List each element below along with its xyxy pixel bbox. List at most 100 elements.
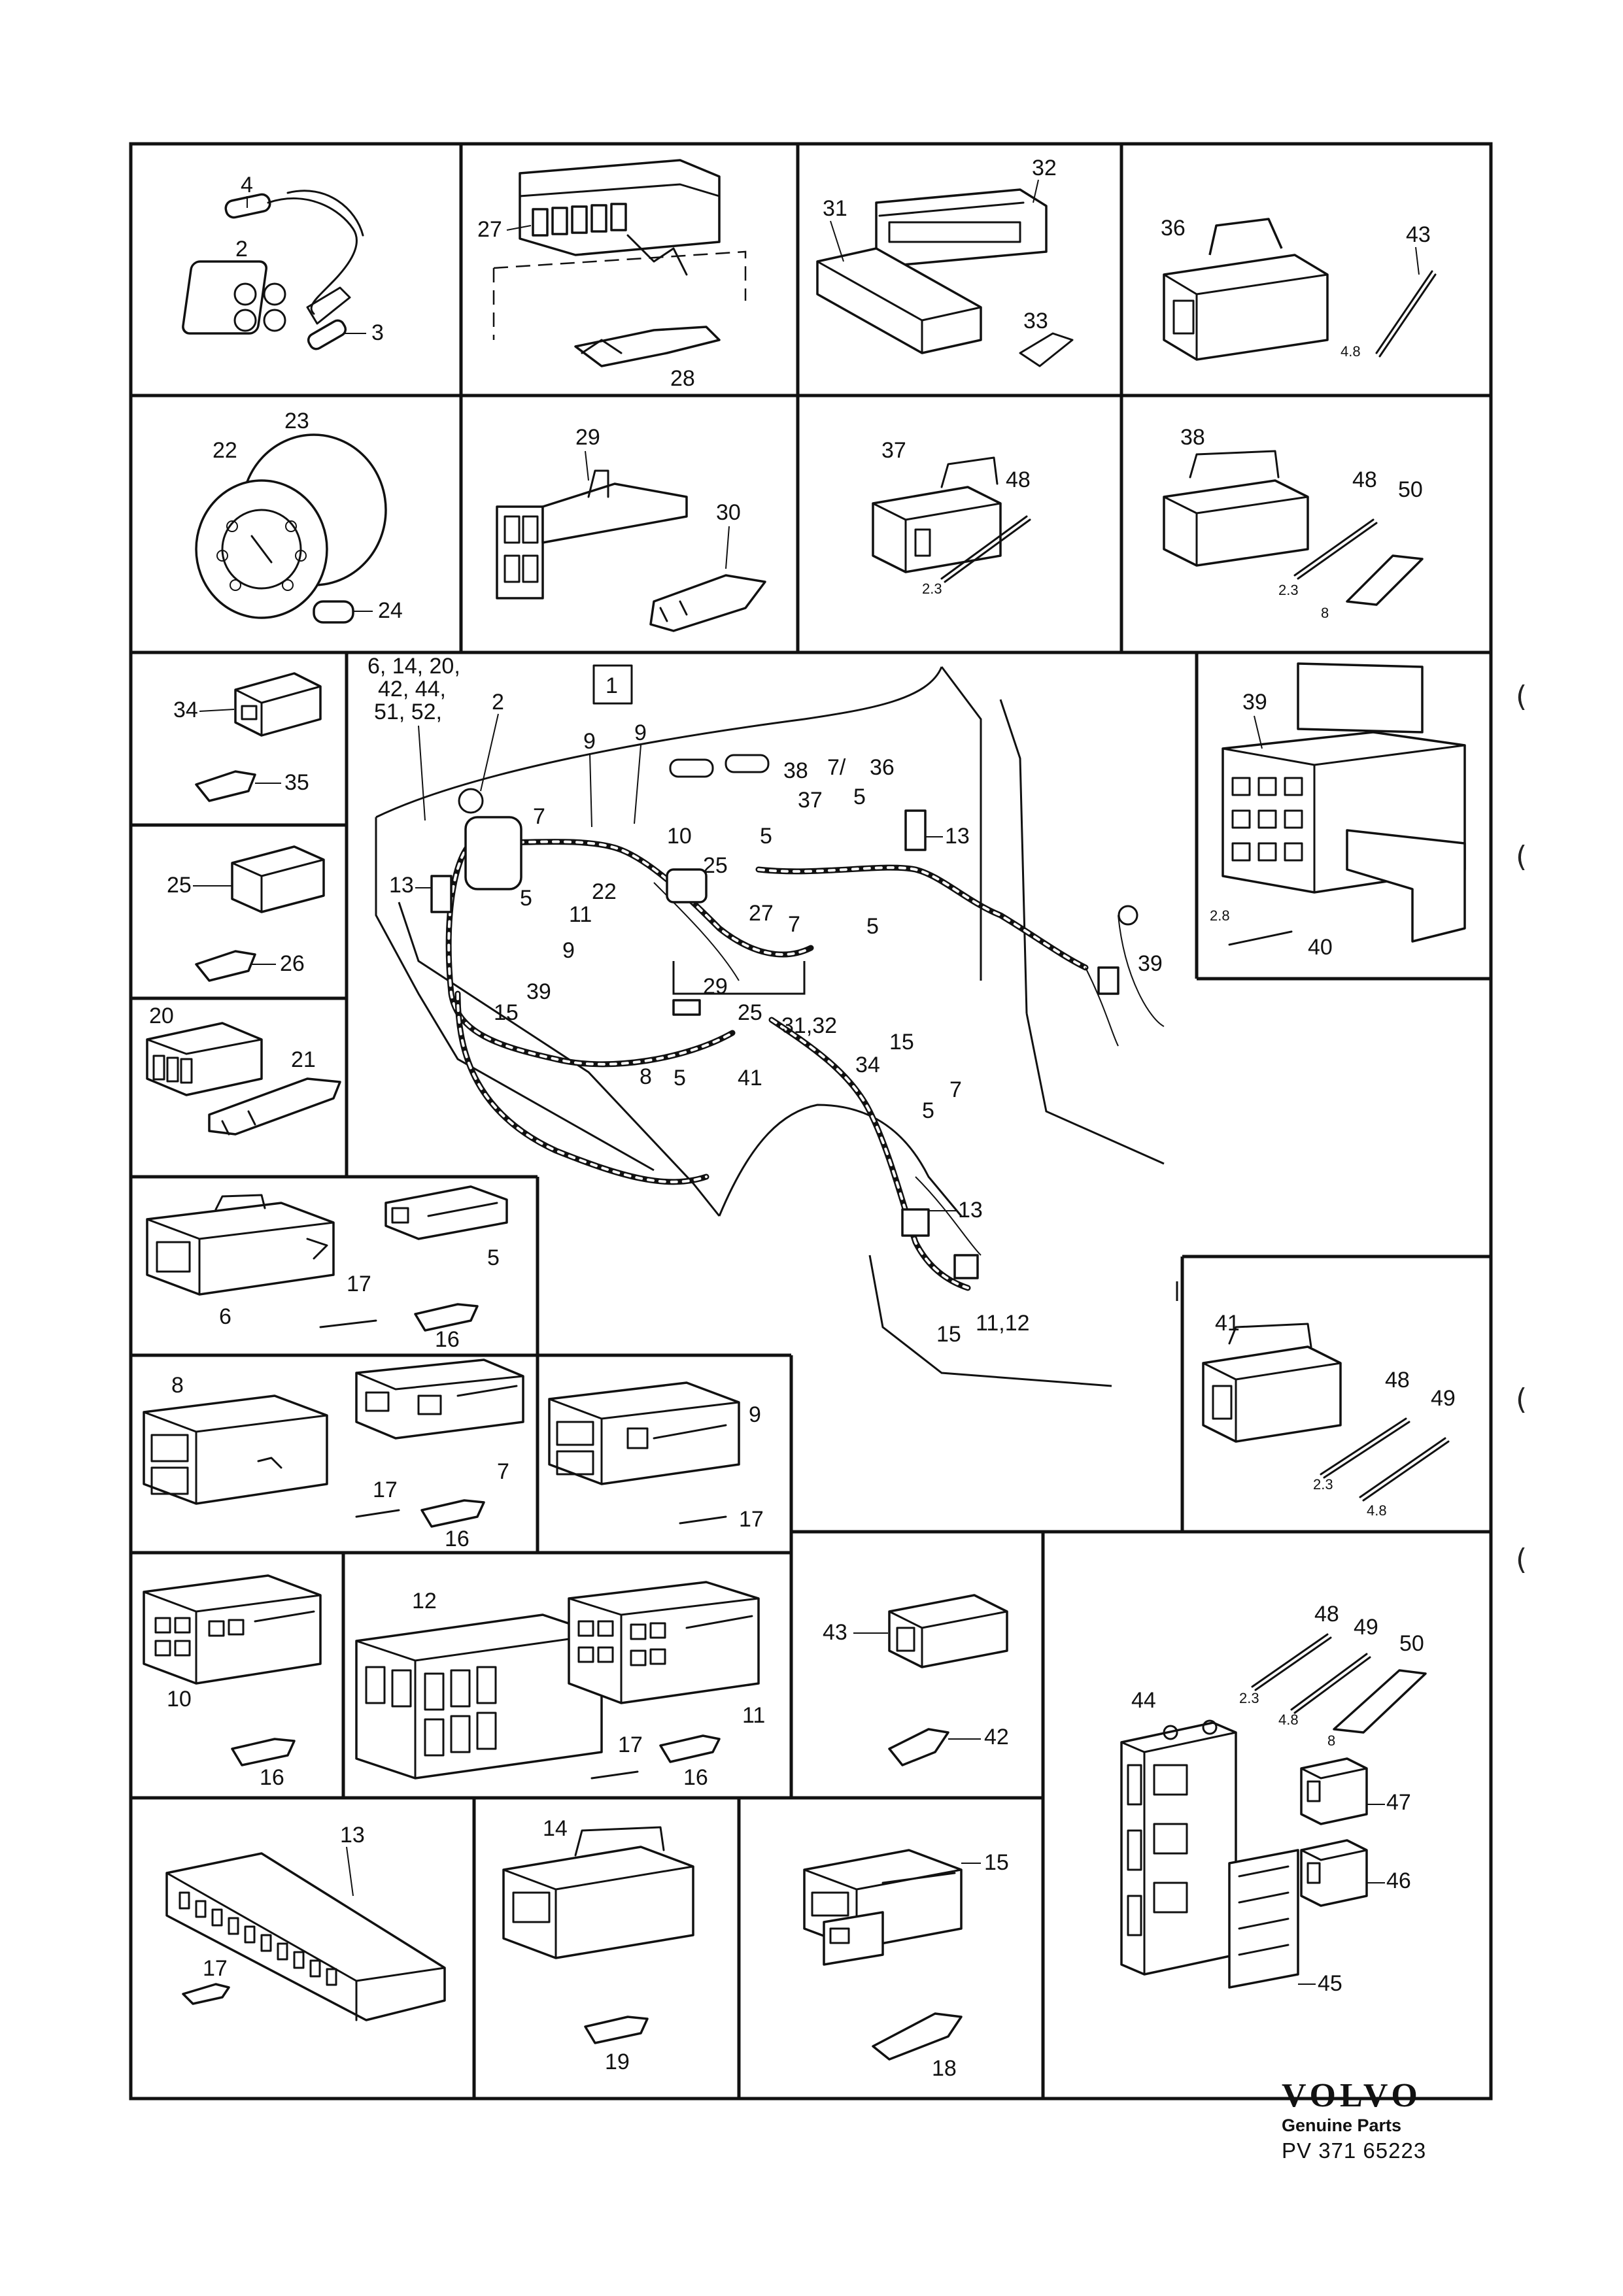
- callout-label: 18: [932, 2056, 957, 2081]
- callout-label: 38: [1180, 425, 1205, 450]
- callout-label: 35: [284, 770, 309, 795]
- overview-callout: 15: [494, 1000, 519, 1025]
- callout-label: 17: [618, 1732, 643, 1757]
- callout-label: 16: [260, 1765, 284, 1790]
- overview-callout: 8: [640, 1064, 652, 1089]
- callout-label: 47: [1386, 1790, 1411, 1815]
- panel-connector-14: 14 19: [502, 1816, 694, 2074]
- callout-label: 43: [823, 1620, 847, 1645]
- callout-label: 17: [203, 1956, 228, 1981]
- overview-callout: 37: [798, 788, 823, 813]
- callout-label: 48: [1006, 467, 1031, 492]
- callout-label: 29: [575, 425, 600, 450]
- callout-label: 20: [149, 1004, 174, 1028]
- callout-label: 3: [371, 320, 384, 345]
- callout-label: 48: [1314, 1602, 1339, 1627]
- pin-rows: [179, 1891, 337, 1986]
- panel-fuse-box: 48 49 50 2.3 4.8 8 44 47 46 45: [1120, 1602, 1427, 1996]
- pin-grid: [1231, 777, 1303, 862]
- callout-label: 14: [543, 1816, 568, 1841]
- callout-label: 43: [1406, 222, 1431, 247]
- callout-label: 17: [373, 1477, 398, 1502]
- overview-callout: 2: [492, 690, 504, 715]
- volvo-logo: VOLVO: [1282, 2077, 1422, 2114]
- callout-label: 44: [1131, 1688, 1156, 1713]
- overview-callout: 7/: [827, 755, 846, 780]
- callout-label: 24: [378, 598, 403, 623]
- overview-callout: 29: [703, 974, 728, 999]
- overview-label-box: [592, 664, 633, 705]
- overview-callout: 7: [949, 1077, 962, 1102]
- panel-connector-43: 43 42: [823, 1594, 1009, 1766]
- callout-label: 17: [739, 1507, 764, 1532]
- overview-label: 1: [606, 673, 618, 698]
- callout-label: 26: [280, 951, 305, 976]
- overview-callout: 51, 52,: [374, 700, 442, 724]
- callout-label: 42: [984, 1725, 1009, 1749]
- callout-label: 17: [347, 1272, 371, 1296]
- overview-callout: 5: [866, 914, 879, 939]
- margin-mark: (: [1516, 1543, 1528, 1576]
- callout-label: 2.3: [1313, 1476, 1333, 1493]
- callout-label: 23: [284, 409, 309, 433]
- callout-label: 19: [605, 2050, 630, 2074]
- overview-callout: 36: [870, 755, 895, 780]
- callout-label: 48: [1352, 467, 1377, 492]
- overview-callout: 11,12: [976, 1311, 1030, 1336]
- panel-connector-37: 37 48 2.3: [872, 438, 1031, 597]
- callout-label: 10: [167, 1687, 192, 1712]
- callout-label: 9: [749, 1402, 761, 1427]
- overview-callout: 34: [855, 1053, 880, 1077]
- panel-connector-41: 41 48 49 2.3 4.8: [1202, 1311, 1456, 1519]
- callout-label: 7: [497, 1459, 509, 1484]
- callout-label: 15: [984, 1850, 1009, 1875]
- overview-callout: 9: [634, 720, 647, 745]
- callout-label: 39: [1242, 690, 1267, 715]
- panel-connector-8: 8 7 17 16: [143, 1359, 524, 1551]
- callout-label: 6: [219, 1304, 231, 1329]
- overview-callout: 41: [738, 1066, 762, 1090]
- overview-callout: 9: [583, 729, 596, 754]
- callout-label: 5: [487, 1245, 500, 1270]
- callout-label: 37: [881, 438, 906, 463]
- margin-mark: (: [1516, 1383, 1528, 1416]
- panel-connector-25: 25 26: [167, 845, 325, 982]
- overview-callout: 6, 14, 20,: [367, 654, 460, 679]
- callout-label: 13: [340, 1823, 365, 1848]
- callout-label: 36: [1161, 216, 1186, 241]
- panel-fuse-holder: 4 2 3: [182, 173, 384, 350]
- panel-connector-9: 9 17: [548, 1381, 764, 1532]
- overview-callout: 5: [520, 886, 532, 911]
- panel-connector-32: 32 31 33: [816, 156, 1074, 367]
- panel-connector-10: 10 16: [143, 1574, 322, 1790]
- callout-label: 31: [823, 196, 847, 221]
- panel-connector-15: 15 18: [803, 1849, 1009, 2081]
- callout-label: 4: [241, 173, 253, 197]
- overview-callout: 7: [533, 804, 545, 829]
- callout-label: 22: [213, 438, 237, 463]
- callout-label: 30: [716, 500, 741, 525]
- overview-callout: 39: [1138, 951, 1163, 976]
- diagram-frame: [129, 142, 1493, 2101]
- callout-label: 4.8: [1278, 1712, 1299, 1728]
- callout-label: 8: [1321, 605, 1329, 621]
- callout-label: 12: [412, 1589, 437, 1613]
- overview-callout: 31,32: [781, 1013, 837, 1038]
- panel-connector-34: 34 35: [173, 672, 322, 802]
- overview-callout: 5: [760, 824, 772, 849]
- overview-callout: 15: [889, 1030, 914, 1055]
- callout-label: 41: [1215, 1311, 1240, 1336]
- callout-label: 16: [435, 1327, 460, 1352]
- overview-callout: 38: [783, 758, 808, 783]
- panel-connector-36: 36 43 4.8: [1161, 216, 1437, 361]
- overview-callout: 11: [569, 902, 592, 927]
- callout-label: 34: [173, 698, 198, 722]
- callout-label: 45: [1318, 1971, 1342, 1996]
- margin-mark: (: [1516, 680, 1528, 713]
- callout-label: 16: [683, 1765, 708, 1790]
- callout-label: 4.8: [1341, 343, 1361, 360]
- overview-callout: 15: [936, 1322, 961, 1347]
- callout-label: 50: [1399, 1631, 1424, 1656]
- panel-connector-29: 29 30: [496, 425, 766, 632]
- callout-label: 32: [1032, 156, 1057, 180]
